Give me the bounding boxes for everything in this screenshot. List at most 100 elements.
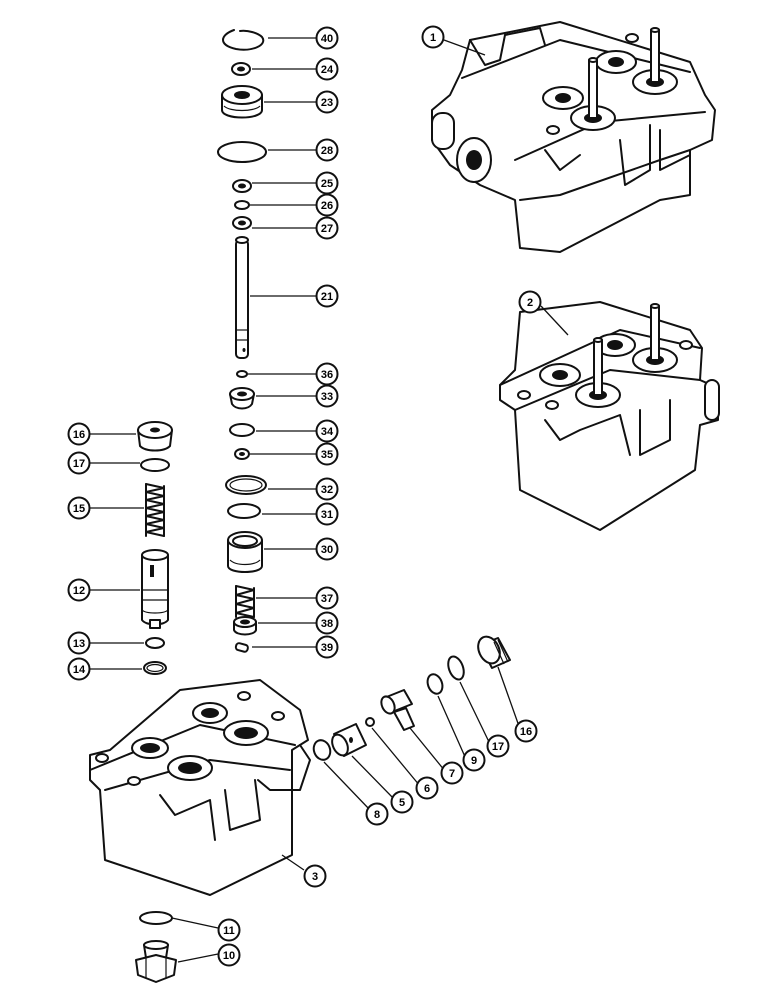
callout-34: 34 (315, 419, 339, 443)
callout-circle (315, 537, 339, 561)
callout-label: 2 (527, 297, 533, 309)
ring-9 (426, 673, 444, 695)
callout-30: 30 (315, 537, 339, 561)
callout-circle (67, 657, 91, 681)
snap-ring-40 (222, 29, 265, 51)
callout-27: 27 (315, 216, 339, 240)
callout-37: 37 (315, 586, 339, 610)
callout-label: 17 (73, 458, 85, 470)
callout-24: 24 (315, 57, 339, 81)
sleeve-5 (331, 723, 367, 757)
callout-circle (315, 611, 339, 635)
callout-14: 14 (67, 657, 91, 681)
callout-label: 23 (321, 97, 333, 109)
sleeve-30 (227, 531, 263, 573)
callout-label: 8 (374, 809, 380, 821)
callout-31: 31 (315, 502, 339, 526)
callout-label: 24 (321, 64, 334, 76)
callout-label: 21 (321, 291, 333, 303)
callout-circle (315, 384, 339, 408)
plug-16b (477, 635, 511, 669)
bottom-parts (135, 911, 177, 983)
o-ring-17b (447, 655, 465, 681)
callout-39: 39 (315, 635, 339, 659)
callout-circle (415, 776, 439, 800)
callout-circle (315, 442, 339, 466)
callout-circle (486, 734, 510, 758)
callout-circle (315, 216, 339, 240)
callout-label: 35 (321, 449, 333, 461)
callout-circle (514, 719, 538, 743)
callout-label: 17 (492, 741, 504, 753)
callout-label: 11 (223, 925, 235, 937)
callout-circle (67, 578, 91, 602)
callout-circle (315, 284, 339, 308)
callout-label: 39 (321, 642, 333, 654)
center-parts (217, 29, 267, 653)
callout-10: 10 (217, 943, 241, 967)
callout-circle (421, 25, 445, 49)
callout-circle (315, 193, 339, 217)
callout-6: 6 (415, 776, 439, 800)
o-ring-11 (139, 911, 173, 925)
callout-circle (440, 761, 464, 785)
callout-13: 13 (67, 631, 91, 655)
housing-1 (431, 21, 716, 253)
spool-12 (141, 549, 169, 629)
callout-circle (217, 943, 241, 967)
spring-15 (145, 483, 165, 537)
callout-label: 5 (399, 797, 405, 809)
callout-33: 33 (315, 384, 339, 408)
o-ring-34 (229, 423, 255, 437)
callout-label: 34 (321, 426, 334, 438)
callout-label: 13 (73, 638, 85, 650)
callout-label: 32 (321, 484, 333, 496)
poppet-7 (380, 689, 415, 731)
ring-13 (145, 637, 165, 649)
callout-40: 40 (315, 26, 339, 50)
ball-6 (365, 717, 375, 727)
callout-3: 3 (303, 864, 327, 888)
callout-label: 28 (321, 145, 333, 157)
callout-5: 5 (390, 790, 414, 814)
ring-36 (236, 370, 248, 378)
rod-21 (235, 236, 249, 359)
callout-circle (315, 26, 339, 50)
callout-11: 11 (217, 918, 241, 942)
callout-circle (462, 748, 486, 772)
left-parts (137, 421, 173, 675)
callout-label: 26 (321, 200, 333, 212)
callout-circle (217, 918, 241, 942)
ring-8 (312, 739, 332, 761)
callout-label: 38 (321, 618, 333, 630)
callout-circle (315, 635, 339, 659)
plug-16a (137, 421, 173, 452)
callout-circle (67, 451, 91, 475)
callout-label: 16 (73, 429, 85, 441)
right-side-parts (312, 635, 511, 761)
callout-label: 9 (471, 755, 477, 767)
callout-25: 25 (315, 171, 339, 195)
callouts: 4024232825262721363334353231303738391617… (67, 25, 542, 967)
callout-23: 23 (315, 90, 339, 114)
callout-circle (390, 790, 414, 814)
leader-lines (90, 37, 569, 963)
callout-label: 16 (520, 726, 532, 738)
callout-circle (315, 138, 339, 162)
callout-35: 35 (315, 442, 339, 466)
callout-label: 15 (73, 503, 85, 515)
callout-label: 12 (73, 585, 85, 597)
callout-circle (315, 419, 339, 443)
callout-36: 36 (315, 362, 339, 386)
o-ring-32 (225, 475, 267, 495)
callout-circle (67, 496, 91, 520)
callout-17: 17 (67, 451, 91, 475)
callout-17: 17 (486, 734, 510, 758)
callout-label: 10 (223, 950, 235, 962)
callout-9: 9 (462, 748, 486, 772)
callout-15: 15 (67, 496, 91, 520)
callout-circle (315, 586, 339, 610)
callout-label: 6 (424, 783, 430, 795)
